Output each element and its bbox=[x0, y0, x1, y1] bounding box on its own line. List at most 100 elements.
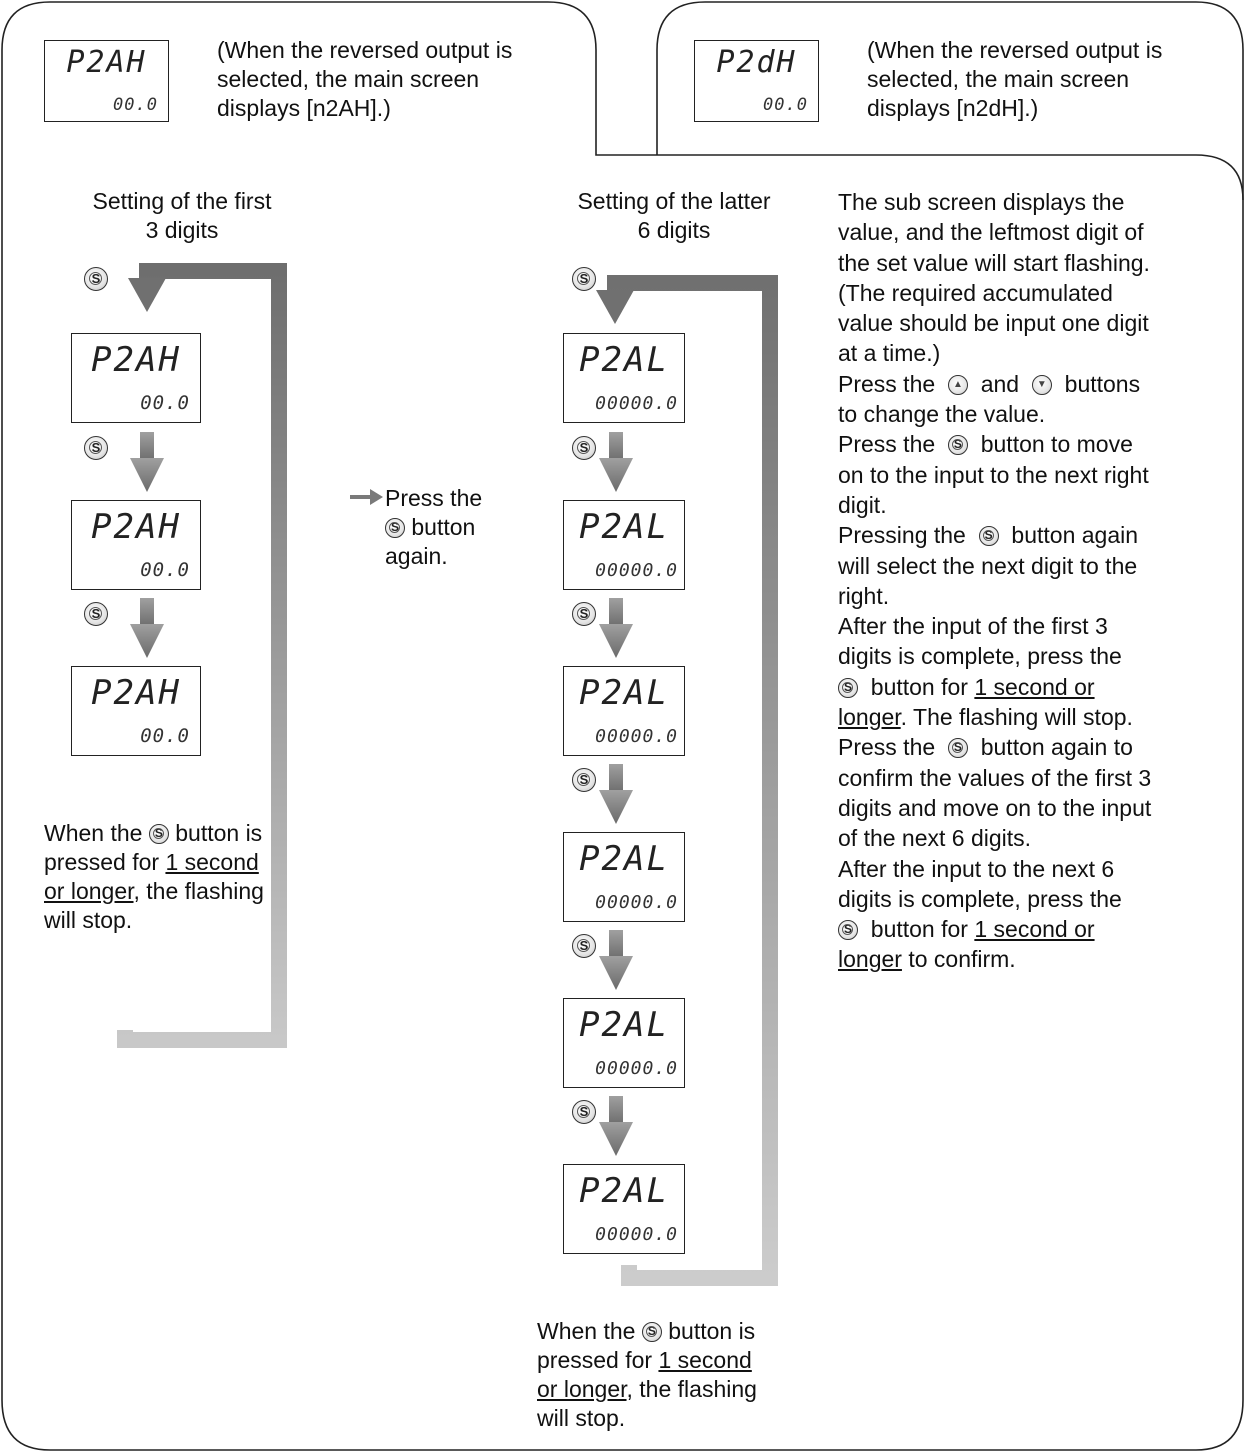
desc-line: After the input to the next 6 bbox=[838, 855, 1115, 882]
desc-text: button for bbox=[870, 916, 975, 943]
desc-text: 1 second or bbox=[974, 673, 1095, 700]
desc-text: button again bbox=[1011, 522, 1139, 549]
top-left-note: (When the reversed output is selected, t… bbox=[217, 36, 512, 123]
note-line: or longer, the flashing bbox=[537, 1375, 757, 1404]
left-display-1: P2AH 00.0 bbox=[71, 333, 201, 423]
note-text: button bbox=[411, 514, 476, 540]
desc-line: right. bbox=[838, 582, 890, 609]
note-text: or longer bbox=[44, 878, 134, 904]
note-line: displays [n2AH].) bbox=[217, 95, 391, 121]
note-line: Press the bbox=[385, 485, 483, 511]
display-sub-text: 00000.0 bbox=[595, 1224, 678, 1245]
note-text: 1 second bbox=[658, 1347, 752, 1373]
note-line: selected, the main screen bbox=[217, 66, 480, 92]
left-bottom-note: When the S button is pressed for 1 secon… bbox=[44, 819, 264, 935]
note-line: pressed for 1 second bbox=[537, 1346, 757, 1375]
desc-text: longer bbox=[838, 946, 902, 973]
top-right-note: (When the reversed output is selected, t… bbox=[867, 36, 1162, 123]
top-left-display: P2AH 00.0 bbox=[44, 40, 169, 122]
display-sub-text: 00.0 bbox=[140, 559, 190, 581]
desc-line: digits is complete, press the bbox=[838, 643, 1122, 670]
right-display-5: P2AL 00000.0 bbox=[563, 998, 685, 1088]
display-sub-text: 00000.0 bbox=[595, 1058, 678, 1079]
right-display-6: P2AL 00000.0 bbox=[563, 1164, 685, 1254]
pointer-arrow bbox=[350, 489, 383, 505]
display-sub-text: 00000.0 bbox=[595, 560, 678, 581]
desc-line: digits is complete, press the bbox=[838, 885, 1122, 912]
s-button-icon: S bbox=[838, 677, 858, 698]
desc-text: Pressing the bbox=[838, 522, 966, 549]
desc-line: Pressing the S button again bbox=[838, 520, 1151, 550]
display-sub-text: 00.0 bbox=[763, 95, 808, 115]
description-text: The sub screen displays the value, and t… bbox=[838, 187, 1151, 975]
note-line: When the S button is bbox=[44, 819, 264, 848]
desc-text: to confirm. bbox=[901, 946, 1016, 973]
display-main-text: P2AL bbox=[579, 839, 669, 879]
desc-line: Press the S button to move bbox=[838, 429, 1151, 459]
right-bottom-note: When the S button is pressed for 1 secon… bbox=[537, 1317, 757, 1433]
right-display-1: P2AL 00000.0 bbox=[563, 333, 685, 423]
desc-line: longer to confirm. bbox=[838, 944, 1151, 974]
desc-line: value should be input one digit bbox=[838, 310, 1149, 337]
display-sub-text: 00000.0 bbox=[595, 726, 678, 747]
desc-text: Press the bbox=[838, 734, 936, 761]
s-button-icon: S bbox=[385, 518, 405, 538]
note-text: or longer bbox=[537, 1376, 627, 1402]
heading-line: Setting of the latter bbox=[577, 188, 771, 214]
down-button-icon: ▼ bbox=[1031, 374, 1052, 395]
display-main-text: P2AL bbox=[579, 1005, 669, 1045]
desc-line: on to the input to the next right bbox=[838, 461, 1149, 488]
desc-line: S button for 1 second or bbox=[838, 672, 1151, 702]
display-main-text: P2AH bbox=[91, 673, 181, 713]
s-button-icon: S bbox=[572, 934, 596, 958]
desc-line: digits and move on to the input bbox=[838, 794, 1152, 821]
note-line: displays [n2dH].) bbox=[867, 95, 1039, 121]
left-heading: Setting of the first 3 digits bbox=[62, 187, 302, 245]
note-text: button is bbox=[175, 820, 263, 846]
note-text: button is bbox=[668, 1318, 756, 1344]
desc-text: 1 second or bbox=[974, 916, 1095, 943]
note-text: When the bbox=[537, 1318, 636, 1344]
left-display-3: P2AH 00.0 bbox=[71, 666, 201, 756]
display-sub-text: 00.0 bbox=[140, 392, 190, 414]
desc-line: After the input of the first 3 bbox=[838, 613, 1108, 640]
note-line: or longer, the flashing bbox=[44, 877, 264, 906]
right-display-2: P2AL 00000.0 bbox=[563, 500, 685, 590]
desc-text: buttons bbox=[1064, 370, 1141, 397]
up-button-icon: ▲ bbox=[947, 374, 968, 395]
display-sub-text: 00.0 bbox=[113, 95, 158, 115]
s-button-icon: S bbox=[148, 824, 169, 844]
s-button-icon: S bbox=[84, 436, 108, 460]
right-display-4: P2AL 00000.0 bbox=[563, 832, 685, 922]
s-button-icon: S bbox=[641, 1322, 662, 1342]
desc-line: the set value will start flashing. bbox=[838, 249, 1150, 276]
note-text: pressed for bbox=[537, 1347, 659, 1373]
right-display-3: P2AL 00000.0 bbox=[563, 666, 685, 756]
note-line: selected, the main screen bbox=[867, 66, 1130, 92]
display-sub-text: 00.0 bbox=[140, 725, 190, 747]
note-line: S button bbox=[385, 513, 482, 542]
note-line: pressed for 1 second bbox=[44, 848, 264, 877]
s-button-icon: S bbox=[978, 526, 999, 547]
note-line: again. bbox=[385, 543, 448, 569]
s-button-icon: S bbox=[947, 435, 968, 456]
top-right-display: P2dH 00.0 bbox=[694, 40, 819, 122]
display-main-text: P2AL bbox=[579, 673, 669, 713]
desc-line: of the next 6 digits. bbox=[838, 825, 1032, 852]
desc-text: Press the bbox=[838, 370, 936, 397]
desc-text: button for bbox=[870, 673, 975, 700]
desc-line: will select the next digit to the bbox=[838, 552, 1138, 579]
note-text: pressed for bbox=[44, 849, 166, 875]
right-heading: Setting of the latter 6 digits bbox=[554, 187, 794, 245]
desc-line: at a time.) bbox=[838, 340, 941, 367]
s-button-icon: S bbox=[84, 602, 108, 626]
s-button-icon: S bbox=[947, 738, 968, 759]
desc-line: Press the S button again to bbox=[838, 732, 1151, 762]
desc-line: Press the ▲ and ▼ buttons bbox=[838, 369, 1151, 399]
s-button-icon: S bbox=[838, 920, 858, 941]
display-main-text: P2AH bbox=[91, 340, 181, 380]
